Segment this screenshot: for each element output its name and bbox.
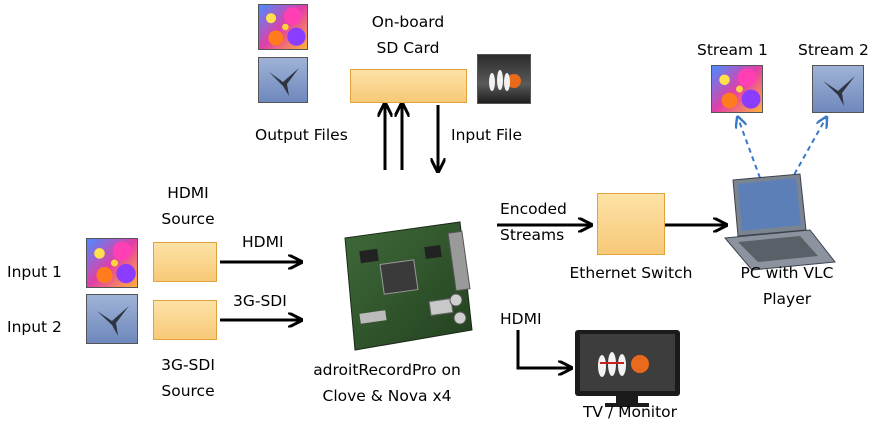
- ethernet-switch-label: Ethernet Switch: [569, 264, 693, 282]
- input1-label: Input 1: [7, 263, 62, 281]
- bowling-thumbnail-icon: [477, 54, 531, 104]
- input2-label: Input 2: [7, 318, 62, 336]
- stream1-arrow: [738, 118, 761, 179]
- stream2-bird-icon: [812, 65, 864, 113]
- ethernet-switch-box: [597, 193, 665, 255]
- stream1-flowers-icon: [711, 65, 763, 113]
- input-file-label: Input File: [451, 126, 522, 144]
- hdmi-out-label: HDMI: [500, 310, 542, 328]
- sdi-source-box: [153, 300, 217, 340]
- tv-label: TV / Monitor: [582, 403, 678, 421]
- hdmi-source-box: [153, 242, 217, 282]
- sdi-source-label-line1: 3G-SDI: [161, 356, 215, 374]
- stream1-label: Stream 1: [697, 41, 768, 59]
- device-label-line1: adroitRecordPro on: [313, 361, 461, 379]
- hdmi-source-label-line2: Source: [161, 210, 215, 228]
- flowers-thumbnail-icon: [258, 4, 308, 50]
- stream2-arrow: [789, 118, 826, 183]
- sdi-link-label: 3G-SDI: [233, 292, 287, 310]
- streams-label: Streams: [500, 226, 565, 244]
- tv-monitor-icon: [575, 330, 680, 407]
- output-files-label: Output Files: [255, 126, 348, 144]
- hdmi-source-label-line1: HDMI: [167, 184, 209, 202]
- sdi-source-label-line2: Source: [161, 382, 215, 400]
- encoded-label: Encoded: [500, 200, 567, 218]
- laptop-icon: [724, 173, 836, 271]
- input1-flowers-icon: [86, 238, 138, 288]
- encoder-board-icon: [344, 221, 473, 351]
- hdmi-out-arrow: [516, 330, 570, 368]
- pc-label-line1: PC with VLC: [740, 264, 834, 282]
- hdmi-link-label: HDMI: [242, 233, 284, 251]
- sd-card-label-line2: SD Card: [376, 39, 440, 57]
- bird-thumbnail-icon: [258, 57, 308, 103]
- pc-label-line2: Player: [762, 290, 812, 308]
- sd-card-label-line1: On-board: [371, 13, 445, 31]
- device-label-line2: Clove & Nova x4: [322, 387, 452, 405]
- sd-card-box: [350, 69, 467, 103]
- input2-bird-icon: [86, 294, 138, 344]
- stream2-label: Stream 2: [798, 41, 869, 59]
